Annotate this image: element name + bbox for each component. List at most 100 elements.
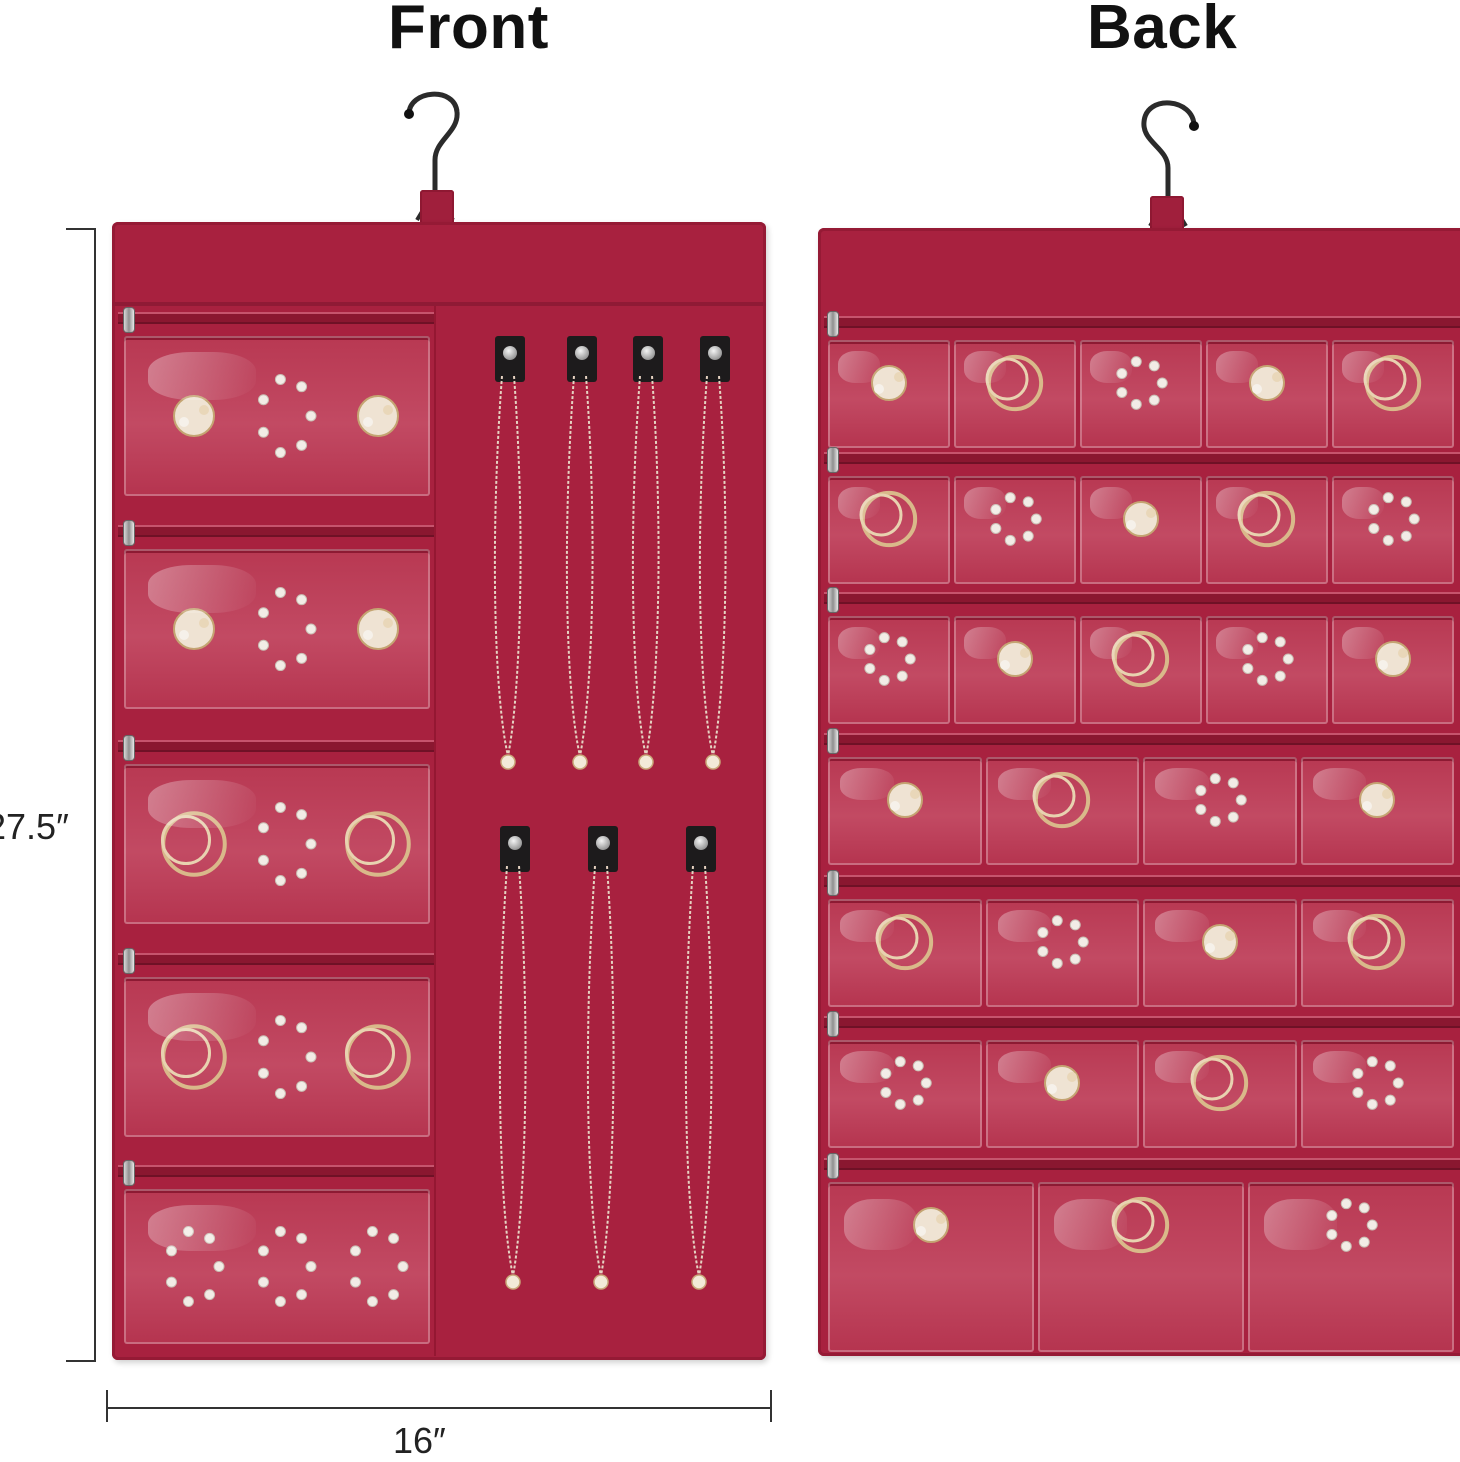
back-pocket-jewelry [1037,915,1089,969]
front-pocket-jewelry [257,373,317,459]
back-pocket [1206,616,1328,724]
back-pocket [985,757,1139,865]
zipper-pull-icon [828,1154,838,1178]
back-pocket [1300,1040,1454,1148]
hanging-necklace [698,376,727,770]
back-row-zipper [824,875,1460,887]
width-dimension-cap-left [106,1390,108,1422]
front-pocket-jewelry [357,395,399,437]
back-pocket [1332,616,1454,724]
snap-button-icon [694,836,708,850]
back-row-zipper [824,316,1460,328]
back-pocket-jewelry [1190,1054,1248,1112]
zipper-pull-icon [828,729,838,753]
back-pocket [954,616,1076,724]
back-pocket [1143,899,1297,1007]
width-dimension-line [107,1407,771,1409]
hanging-necklace [586,866,615,1290]
back-pocket [1332,340,1454,448]
back-pocket-jewelry [1032,771,1091,829]
back-pocket [828,1182,1034,1352]
back-row-zipper [824,1016,1460,1028]
back-pocket-jewelry [1375,641,1411,677]
back-pocket [828,1040,982,1148]
front-pocket-zipper [118,1165,434,1177]
back-row-zipper [824,1158,1460,1170]
hanging-necklace [493,376,522,770]
back-pocket-jewelry [1237,490,1296,548]
back-pocket [1332,476,1454,584]
zipper-pull-icon [124,521,134,545]
zipper-pull-icon [124,949,134,973]
back-pocket-jewelry [1368,492,1420,546]
necklace-strap [686,826,716,872]
necklace-strap [567,336,597,382]
back-pocket [1080,476,1202,584]
zipper-pull-icon [828,312,838,336]
height-dimension-cap-bottom [66,1360,96,1362]
back-row-zipper [824,592,1460,604]
back-pocket [985,1040,1139,1148]
back-pocket [828,757,982,865]
back-pocket-jewelry [913,1207,949,1243]
back-pocket-jewelry [985,354,1044,412]
front-pocket-jewelry [165,1225,225,1308]
necklace-strap [633,336,663,382]
width-dimension-label: 16″ [393,1420,446,1461]
front-pocket-jewelry [257,1225,317,1308]
zipper-pull-icon [124,308,134,332]
back-pocket [1080,340,1202,448]
back-pocket-jewelry [1352,1056,1404,1110]
back-pocket-jewelry [886,782,923,818]
back-pocket-jewelry [859,490,918,548]
front-pocket-jewelry [344,1024,411,1090]
front-pocket-zipper [118,525,434,537]
snap-button-icon [575,346,589,360]
back-pocket-jewelry [997,641,1033,677]
back-pocket-jewelry [1347,913,1406,971]
necklace-strap [588,826,618,872]
back-pocket [1080,616,1202,724]
back-pocket-jewelry [875,913,933,971]
front-pocket-jewelry [173,608,215,650]
height-dimension-line [94,228,96,1362]
snap-button-icon [508,836,522,850]
hanging-necklace [498,866,527,1290]
front-pocket-jewelry [173,395,215,437]
zipper-pull-icon [124,736,134,760]
necklace-strap [500,826,530,872]
front-zip-pocket [124,336,430,496]
front-title: Front [388,0,549,62]
necklace-strap [700,336,730,382]
front-zip-pocket [124,764,430,924]
zipper-pull-icon [828,1012,838,1036]
back-pocket-jewelry [990,492,1042,546]
front-zip-pocket [124,977,430,1137]
back-pocket-jewelry [871,365,907,401]
front-pocket-zipper [118,740,434,752]
back-pocket-jewelry [1201,924,1238,960]
zipper-pull-icon [828,448,838,472]
back-pocket-jewelry [1044,1065,1081,1101]
back-pocket [1206,476,1328,584]
back-pocket-jewelry [1363,354,1422,412]
front-pocket-jewelry [349,1225,409,1308]
front-zip-pocket [124,549,430,709]
front-pocket-jewelry [357,608,399,650]
zipper-pull-icon [828,871,838,895]
front-pocket-jewelry [344,811,411,877]
back-pocket [954,476,1076,584]
back-pocket-jewelry [880,1056,932,1110]
necklace-strap [495,336,525,382]
front-pocket-jewelry [257,801,317,887]
back-pocket-jewelry [1111,630,1170,688]
back-pocket-jewelry [1123,501,1159,537]
width-dimension-cap-right [770,1390,772,1422]
front-pocket-zipper [118,312,434,324]
back-pocket [1038,1182,1244,1352]
snap-button-icon [708,346,722,360]
back-pocket [1143,1040,1297,1148]
back-pocket-jewelry [1195,773,1247,827]
back-pocket-jewelry [1326,1198,1378,1252]
snap-button-icon [503,346,517,360]
